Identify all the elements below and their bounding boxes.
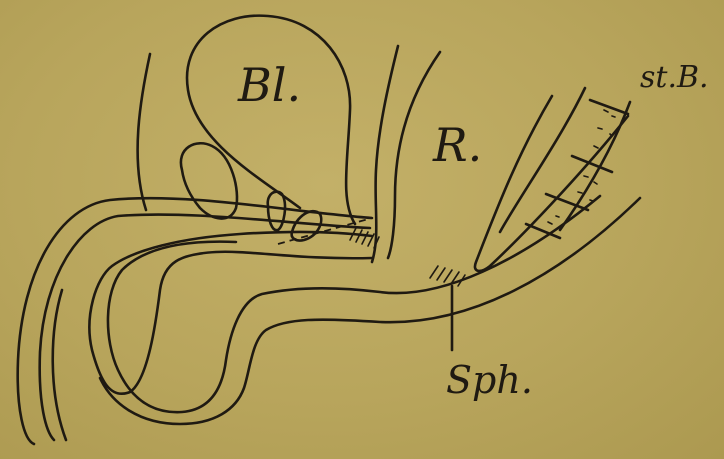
hatching-sphincter (430, 266, 465, 286)
anal-canal-upper (475, 96, 628, 271)
left-limb (53, 290, 66, 440)
label-sphincter: Sph. (446, 358, 533, 402)
tube-outer-upper (18, 198, 372, 444)
hatching-bladder-neck (350, 228, 379, 248)
label-bladder: Bl. (238, 58, 301, 112)
label-spine: st.B. (640, 60, 709, 95)
label-rectum: R. (433, 118, 482, 172)
tube-far-lower (100, 198, 640, 424)
prostate-small-oval (268, 192, 285, 231)
tube-inner-lower (89, 232, 372, 394)
vertebra-divider-1 (590, 100, 628, 114)
left-body-wall (138, 54, 150, 210)
